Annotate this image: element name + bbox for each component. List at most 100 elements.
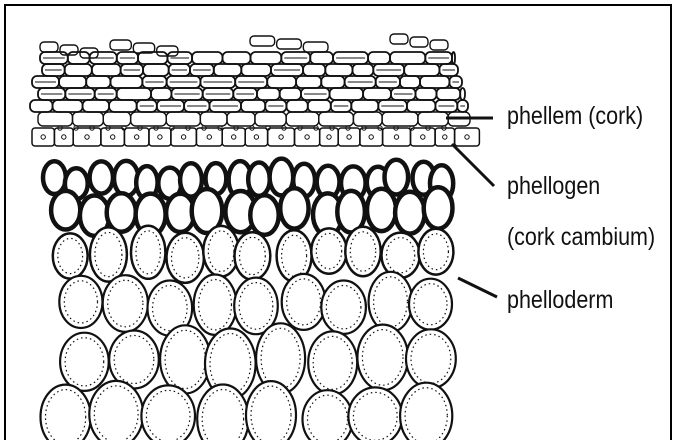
cork-cell (319, 112, 354, 126)
cork-cell (227, 112, 255, 126)
cork-cell (111, 76, 143, 88)
cambium-cell (360, 128, 383, 146)
cell-nucleus (305, 135, 309, 139)
phelloderm-cell (103, 275, 148, 332)
cork-cell (40, 42, 58, 52)
cork-cell (296, 76, 321, 88)
cork-cell (117, 88, 151, 100)
cambium-cell (338, 128, 360, 146)
cork-cell (65, 64, 92, 76)
cork-cell (277, 39, 302, 49)
cork-cell (353, 64, 374, 76)
phelloderm-cell (109, 331, 159, 389)
cork-cell (251, 52, 282, 64)
cell-nucleus (85, 135, 89, 139)
cell-nucleus (327, 135, 331, 139)
phelloderm-cell (167, 233, 204, 283)
cork-cell (166, 112, 200, 126)
phelloderm-cell (248, 163, 270, 196)
cell-nucleus (135, 135, 139, 139)
cork-cell (241, 64, 271, 76)
cork-cell (368, 52, 390, 64)
cambium-cell (124, 128, 148, 146)
phelloderm-cell (160, 325, 210, 393)
cork-cell (437, 88, 461, 100)
phelloderm-cell (369, 272, 413, 332)
cambium-cell (54, 128, 73, 146)
cell-nucleus (369, 135, 373, 139)
phelloderm-cell (282, 274, 326, 330)
cork-cell (86, 76, 110, 88)
phelloderm-cell (60, 333, 109, 391)
cell-nucleus (158, 135, 162, 139)
phelloderm-cell (51, 191, 80, 230)
cork-cell (351, 100, 378, 112)
phelloderm-cell (308, 331, 357, 394)
cork-cell (321, 76, 344, 88)
cork-cell (460, 88, 465, 100)
cork-cell (308, 100, 331, 112)
cork-cell (200, 112, 227, 126)
cell-nucleus (394, 135, 398, 139)
phelloderm-cell (280, 188, 308, 228)
cork-cell (430, 40, 448, 50)
cork-cell (143, 64, 169, 76)
cork-cell (420, 76, 449, 88)
cell-nucleus (111, 135, 115, 139)
cork-cell (286, 112, 319, 126)
cork-cell (452, 52, 455, 64)
cork-cell (250, 36, 275, 46)
cork-cell (310, 52, 333, 64)
phelloderm-cell (250, 195, 278, 235)
cell-nucleus (62, 135, 66, 139)
phelloderm-cell (406, 329, 456, 388)
cork-cell (214, 64, 242, 76)
cambium-cell (149, 128, 171, 146)
cork-cell (83, 100, 110, 112)
cell-nucleus (232, 135, 236, 139)
cork-cell (410, 37, 428, 47)
cell-nucleus (421, 135, 425, 139)
cork-cell (303, 42, 328, 52)
cambium-cell (268, 128, 295, 146)
phelloderm-cell (89, 381, 143, 440)
cork-cell (303, 64, 325, 76)
cork-cell (400, 76, 420, 88)
cork-cell (257, 88, 280, 100)
cork-cell (151, 88, 171, 100)
phelloderm-cell (246, 381, 296, 440)
cork-cell (416, 88, 437, 100)
cork-cell (59, 76, 86, 88)
cell-nucleus (443, 135, 447, 139)
cambium-cell (32, 128, 54, 146)
cork-cell (53, 100, 83, 112)
cork-cell (267, 76, 296, 88)
cell-nucleus (254, 135, 258, 139)
cork-cell (407, 100, 436, 112)
cell-nucleus (465, 135, 469, 139)
cambium-cell (196, 128, 222, 146)
cork-cell (404, 64, 439, 76)
phelloderm-cell (367, 189, 396, 231)
cork-cell (325, 64, 352, 76)
phelloderm-cell (424, 187, 453, 228)
cork-cell (131, 112, 167, 126)
phelloderm-cell (131, 226, 165, 279)
cork-cell (109, 100, 137, 112)
phelloderm-cell (59, 276, 102, 328)
phelloderm-cell (395, 192, 425, 234)
phelloderm-cell (303, 390, 353, 440)
phelloderm-cell (197, 385, 248, 440)
cambium-cell (245, 128, 267, 146)
label-cork-cambium: (cork cambium) (507, 222, 655, 252)
cell-nucleus (181, 135, 185, 139)
phelloderm-leader (458, 278, 497, 297)
cork-cell (192, 52, 223, 64)
cambium-cell (320, 128, 339, 146)
cambium-cell (383, 128, 411, 146)
cork-cell (241, 100, 265, 112)
cambium-cell (101, 128, 125, 146)
phellogen-layer (32, 128, 479, 146)
cambium-cell (295, 128, 320, 146)
cork-cell (382, 112, 418, 126)
